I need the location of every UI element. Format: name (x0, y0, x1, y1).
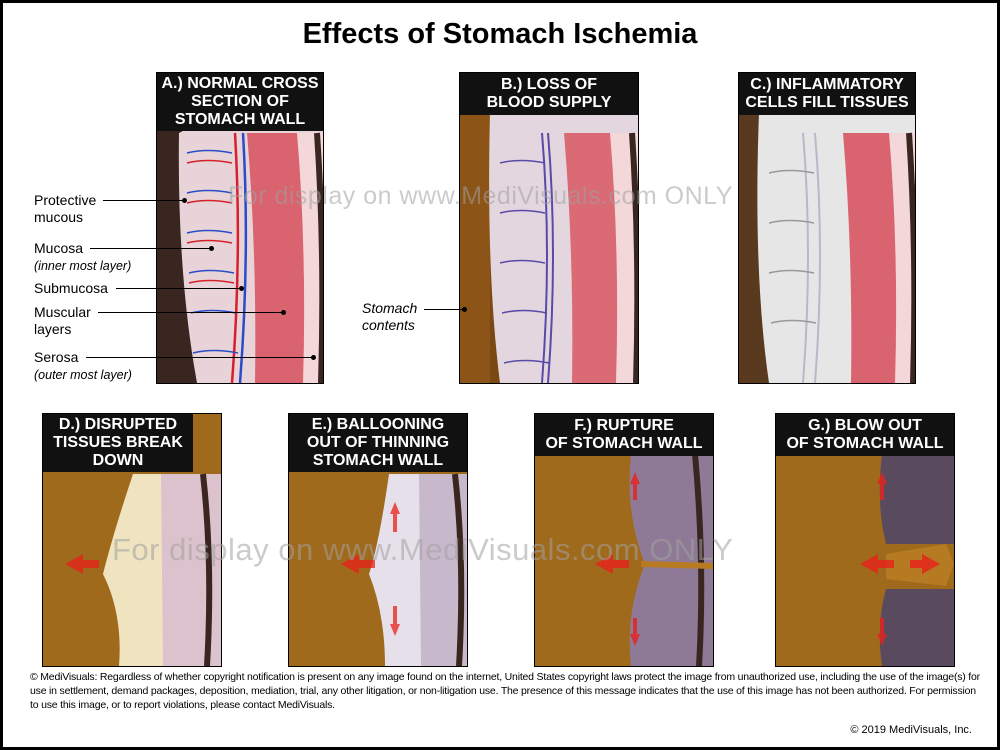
panel-e-illustration: E.) BALLOONING OUT OF THINNING STOMACH W… (288, 413, 468, 667)
leader-submucosa (116, 288, 240, 289)
label-submucosa: Submucosa (34, 280, 108, 296)
copyright-notice: © MediVisuals: Regardless of whether cop… (30, 671, 980, 711)
leader-stomach-contents (424, 309, 464, 310)
label-mucosa-group: Mucosa (inner most layer) (34, 240, 131, 275)
leader-dot-submucosa (239, 286, 244, 291)
panel-g-illustration: G.) BLOW OUT OF STOMACH WALL (775, 413, 955, 667)
panel-b-illustration: B.) LOSS OF BLOOD SUPPLY (459, 72, 639, 384)
panel-b-header: B.) LOSS OF BLOOD SUPPLY (460, 73, 638, 115)
inflammatory-cells-illustration (757, 103, 915, 383)
panel-g-header: G.) BLOW OUT OF STOMACH WALL (776, 414, 954, 456)
label-serosa-note: (outer most layer) (34, 368, 132, 382)
label-protective-mucous: Protective mucous (34, 192, 96, 226)
leader-serosa (86, 357, 312, 358)
leader-dot-muscular (281, 310, 286, 315)
leader-dot-mucosa (209, 246, 214, 251)
watermark-bottom: For display on www.MediVisuals.com ONLY (112, 532, 734, 567)
panel-c-header: C.) INFLAMMATORY CELLS FILL TISSUES (739, 73, 915, 115)
label-muscular-group: Muscular layers (34, 304, 91, 338)
label-muscular: Muscular (34, 304, 91, 320)
label-stomach: Stomach (362, 300, 418, 316)
normal-stomach-wall-illustration (178, 103, 323, 383)
blow-out-illustration (860, 454, 954, 666)
label-mucous: mucous (34, 209, 84, 225)
leader-protective (103, 200, 183, 201)
ballooning-wall-illustration (341, 473, 467, 666)
panel-c-illustration: C.) INFLAMMATORY CELLS FILL TISSUES (738, 72, 916, 384)
leader-dot-stomach-contents (462, 307, 467, 312)
panel-a-header: A.) NORMAL CROSS SECTION OF STOMACH WALL (157, 73, 323, 131)
label-protective: Protective (34, 192, 97, 208)
watermark-top: For display on www.MediVisuals.com ONLY (228, 182, 733, 210)
label-mucosa-note: (inner most layer) (34, 259, 132, 273)
panel-d-illustration: D.) DISRUPTED TISSUES BREAK DOWN (42, 413, 222, 667)
disrupted-tissues-illustration (65, 473, 221, 666)
leader-muscular (98, 312, 282, 313)
panel-e-header: E.) BALLOONING OUT OF THINNING STOMACH W… (289, 414, 467, 472)
label-layers: layers (34, 321, 72, 337)
page-title: Effects of Stomach Ischemia (302, 18, 698, 50)
panel-a-illustration: A.) NORMAL CROSS SECTION OF STOMACH WALL (156, 72, 324, 384)
label-stomach-contents: Stomach contents (362, 300, 417, 334)
copyright-year: © 2019 MediVisuals, Inc. (850, 724, 972, 736)
leader-mucosa (90, 248, 210, 249)
leader-dot-serosa (311, 355, 316, 360)
panel-d-header: D.) DISRUPTED TISSUES BREAK DOWN (43, 414, 193, 472)
rupture-illustration (595, 453, 713, 666)
label-serosa-group: Serosa (outer most layer) (34, 349, 132, 384)
label-contents: contents (362, 317, 415, 333)
loss-of-blood-supply-illustration (460, 73, 638, 383)
panel-f-illustration: F.) RUPTURE OF STOMACH WALL (534, 413, 714, 667)
panel-f-header: F.) RUPTURE OF STOMACH WALL (535, 414, 713, 456)
label-serosa: Serosa (34, 349, 79, 365)
label-mucosa: Mucosa (34, 240, 84, 256)
leader-dot-protective (182, 198, 187, 203)
